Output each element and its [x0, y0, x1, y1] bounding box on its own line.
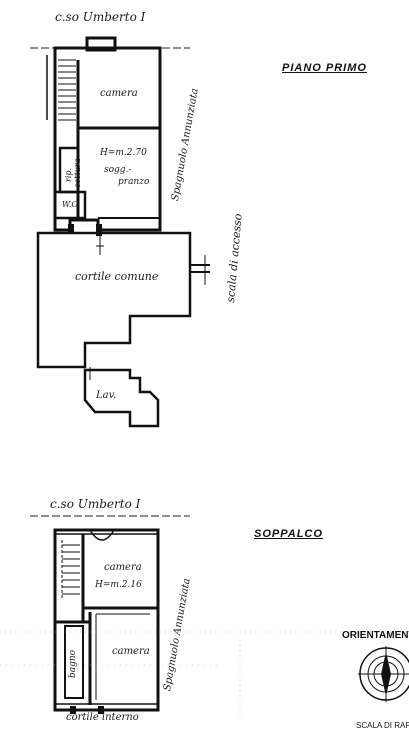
mezz-room-label-camera-back: camera — [112, 646, 150, 657]
room-label-camera: camera — [100, 88, 138, 99]
mezzanine-street-label: c.so Umberto I — [50, 497, 141, 511]
room-label-soggiorno: sogg.- — [104, 165, 132, 175]
room-label-pranzo: pranzo — [118, 177, 150, 187]
scale-label: SCALA DI RAPPORTO — [356, 721, 409, 730]
room-label-cortile: cortile comune — [75, 270, 159, 283]
orientation-label: ORIENTAMENTO — [342, 630, 409, 641]
mezz-room-label-bagno: bagno — [68, 649, 78, 678]
room-label-lavatoio: Lav. — [96, 390, 117, 401]
first-floor-title: PIANO PRIMO — [282, 62, 367, 74]
mezz-room-label-height: H=m.2.16 — [95, 580, 142, 590]
room-label-height: H=m.2.70 — [100, 148, 147, 158]
room-label-wc: W.C. — [62, 200, 80, 209]
mezz-courtyard-label: cortile interno — [66, 712, 139, 723]
scale-label-clip: SCALA DI RAPPORTO — [356, 713, 409, 732]
mezzanine-title: SOPPALCO — [254, 528, 323, 540]
first-floor-street-label: c.so Umberto I — [55, 10, 146, 24]
orientation-label-clip: ORIENTAMENTO — [342, 623, 409, 642]
mezz-room-label-camera: camera — [104, 562, 142, 573]
